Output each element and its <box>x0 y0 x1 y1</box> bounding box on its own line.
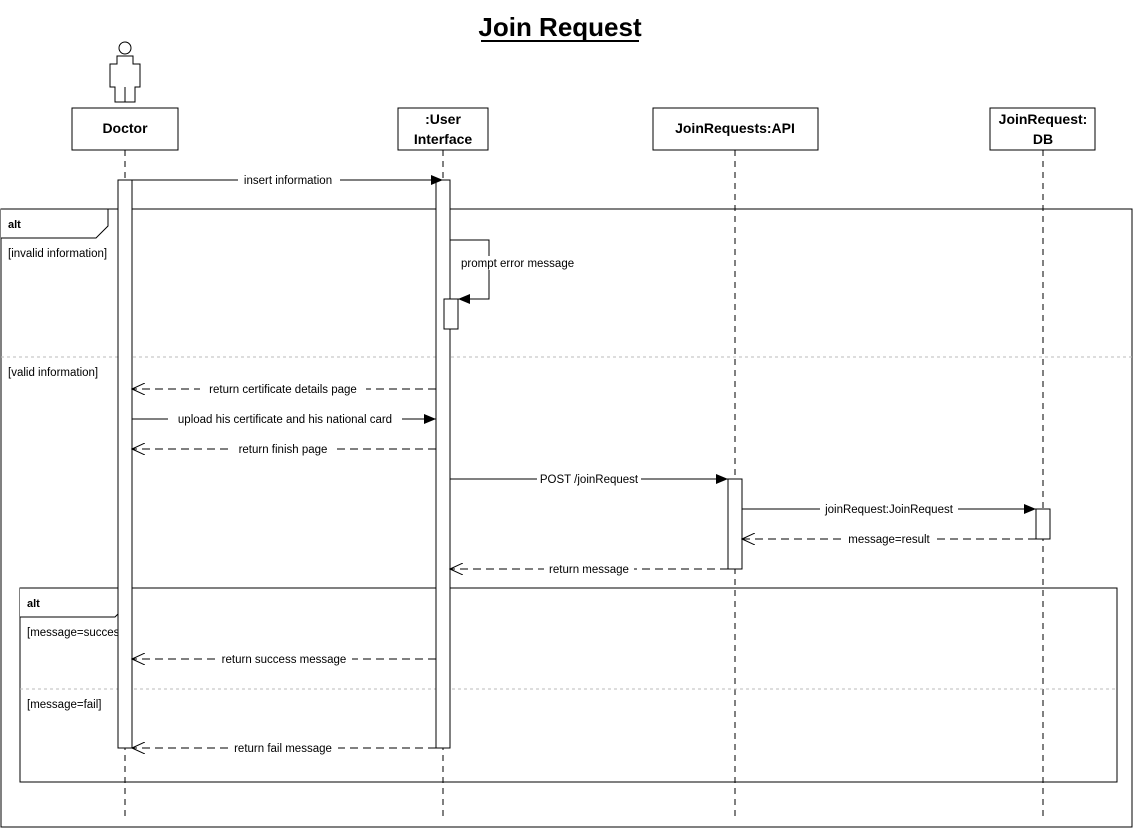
guard-invalid-information: [invalid information] <box>8 248 107 260</box>
lifeline-box-api[interactable]: JoinRequests:API <box>652 107 819 151</box>
message-result: message=result <box>742 532 1036 546</box>
message-join-request-object: joinRequest:JoinRequest <box>742 502 1036 516</box>
message-return-success: return success message <box>132 652 436 666</box>
guard-message-success: [message=success] <box>27 627 128 639</box>
lifeline-box-db[interactable]: JoinRequest: DB <box>989 107 1096 151</box>
message-label: return certificate details page <box>209 384 357 396</box>
message-label: prompt error message <box>461 258 574 270</box>
message-label: upload his certificate and his national … <box>178 414 392 426</box>
lifeline-label-doctor: Doctor <box>102 120 148 136</box>
message-return-fail: return fail message <box>132 741 436 755</box>
activation-api <box>727 478 743 570</box>
actor-icon <box>109 41 141 103</box>
message-label: insert information <box>244 175 332 187</box>
message-post-join-request: POST /joinRequest <box>450 472 728 486</box>
message-label: return finish page <box>239 444 328 456</box>
message-return-finish: return finish page <box>132 442 436 456</box>
lifeline-label-ui-line2: Interface <box>414 131 473 147</box>
message-insert-information: insert information <box>132 173 443 187</box>
lifeline-box-ui[interactable]: :User Interface <box>397 107 489 151</box>
title-text: Join Request <box>478 12 642 42</box>
guard-message-fail: [message=fail] <box>27 699 101 711</box>
message-upload-certificate: upload his certificate and his national … <box>132 412 436 426</box>
message-prompt-error: prompt error message <box>450 239 585 304</box>
alt-operator-outer: alt <box>8 219 21 231</box>
activation-ui-self <box>443 298 459 330</box>
activation-ui <box>435 179 451 749</box>
message-label: return success message <box>222 654 347 666</box>
message-label: message=result <box>848 534 930 546</box>
activation-doctor <box>117 179 133 749</box>
message-label: joinRequest:JoinRequest <box>824 504 954 516</box>
lifeline-label-api: JoinRequests:API <box>675 120 795 136</box>
activation-db <box>1035 508 1051 540</box>
diagram-title: Join Request <box>478 12 642 42</box>
lifeline-label-db-line1: JoinRequest: <box>999 111 1088 127</box>
alt-frame-inner: alt [message=success] [message=fail] <box>19 587 1118 783</box>
message-label: return fail message <box>234 743 332 755</box>
message-return-message: return message <box>450 562 728 576</box>
message-label: return message <box>549 564 629 576</box>
message-label: POST /joinRequest <box>540 474 639 486</box>
lifeline-box-doctor[interactable]: Doctor <box>71 107 179 151</box>
alt-frame-outer: alt [invalid information] [valid informa… <box>0 208 1133 828</box>
message-return-certificate: return certificate details page <box>132 382 436 396</box>
alt-operator-inner: alt <box>27 598 40 610</box>
lifeline-label-ui-line1: :User <box>425 111 461 127</box>
guard-valid-information: [valid information] <box>8 367 98 379</box>
lifeline-label-db-line2: DB <box>1033 131 1053 147</box>
